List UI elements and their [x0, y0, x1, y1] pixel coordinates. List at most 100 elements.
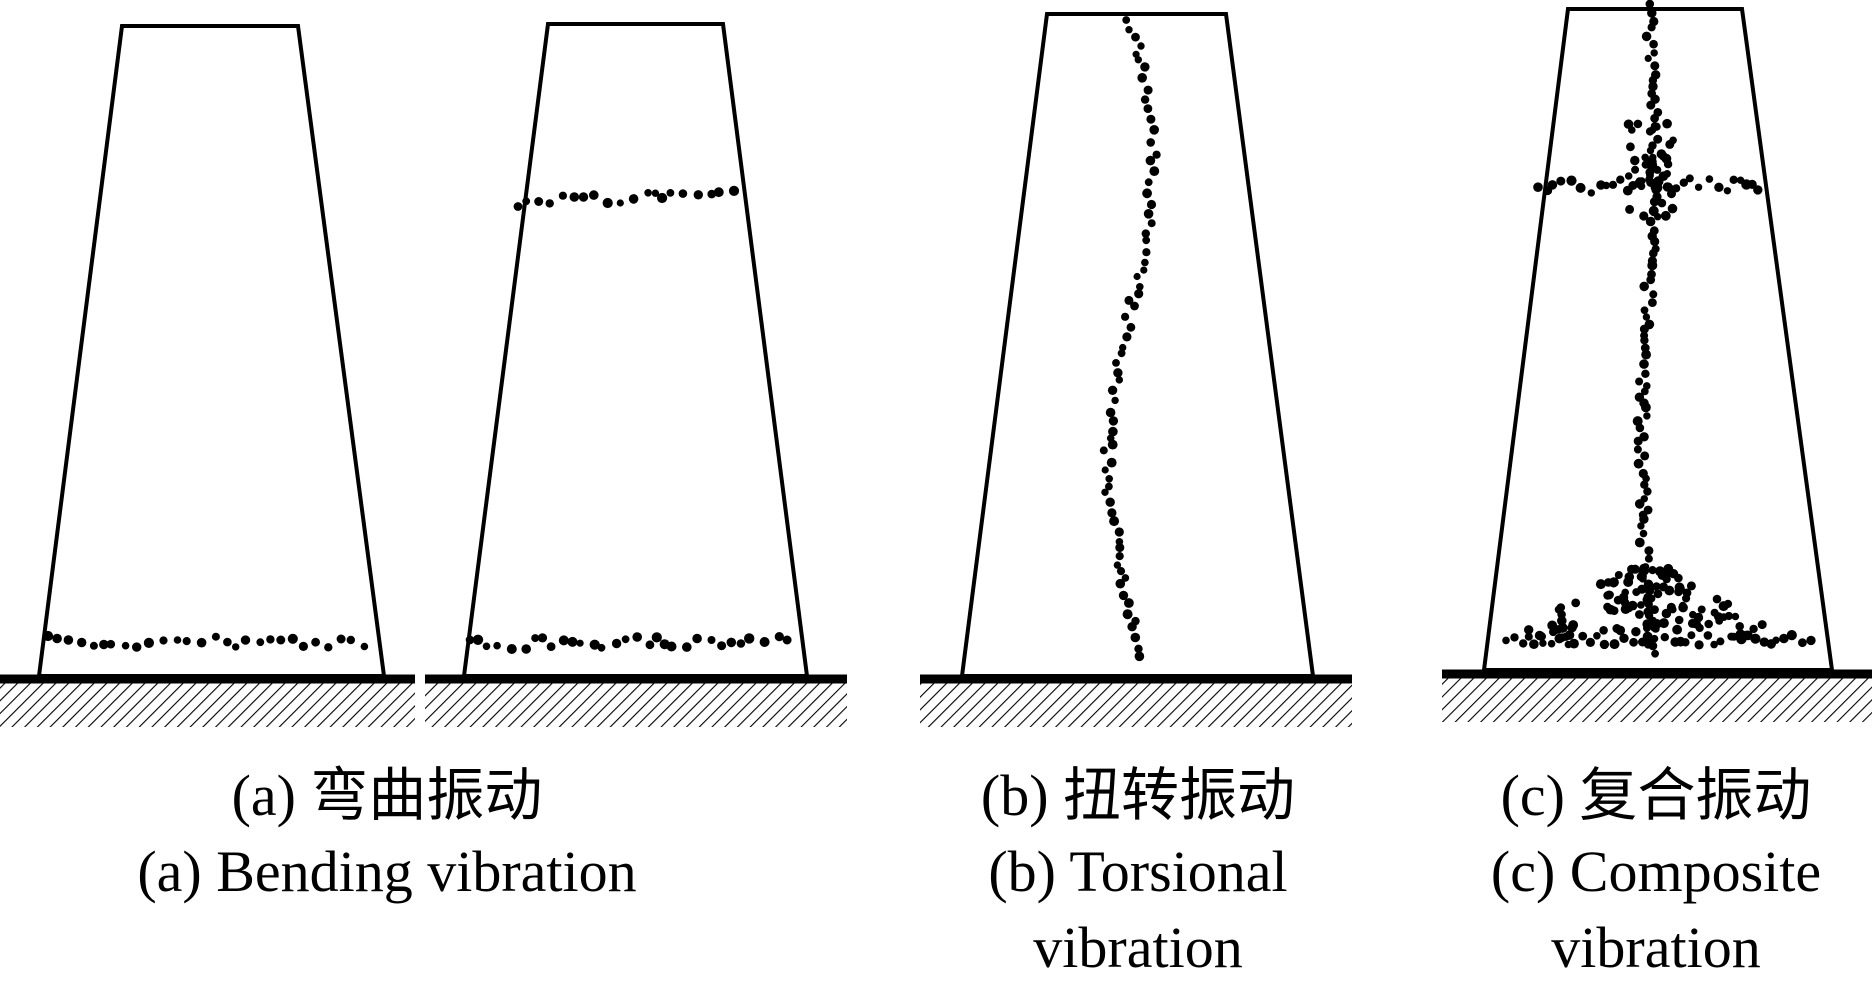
sand-particle: [1749, 624, 1758, 634]
sand-particle: [782, 635, 792, 645]
sand-particle: [1640, 451, 1650, 461]
sand-particle: [1108, 426, 1118, 437]
sand-particle: [1587, 189, 1596, 197]
sand-particle: [1710, 640, 1718, 649]
sand-particle: [1147, 219, 1156, 228]
sand-particle: [1146, 199, 1157, 210]
sand-particle: [1524, 625, 1534, 635]
sand-particle: [311, 637, 320, 647]
sand-particle: [1694, 640, 1704, 650]
sand-particle: [1644, 54, 1652, 63]
sand-particle: [1603, 591, 1612, 600]
sand-particle: [324, 643, 333, 652]
sand-particle: [211, 632, 220, 641]
sand-particle: [1660, 210, 1671, 221]
sand-particle: [1644, 546, 1654, 556]
sand-particle: [1602, 181, 1611, 190]
sand-particle: [240, 635, 251, 645]
sand-particle: [1142, 236, 1151, 245]
sand-particle: [651, 632, 662, 643]
sand-particle: [63, 635, 74, 645]
sand-particle: [52, 633, 62, 644]
sand-particle: [1609, 639, 1620, 650]
sand-particle: [1099, 446, 1108, 455]
sand-particle: [666, 641, 677, 652]
sand-particle: [1674, 615, 1684, 625]
sand-particle: [1599, 626, 1608, 635]
sand-particle: [1657, 570, 1668, 580]
sand-particle: [1643, 639, 1654, 649]
sand-particle: [1650, 61, 1660, 71]
sand-particle: [1663, 563, 1674, 574]
sand-particle: [1642, 594, 1653, 605]
sand-particle: [1686, 581, 1696, 591]
sand-particle: [578, 192, 589, 202]
sand-particle: [1624, 604, 1633, 613]
caption-c: (c) 复合振动 (c) Composite vibration: [1440, 758, 1872, 986]
sand-particle: [537, 633, 548, 643]
sand-particle: [1639, 572, 1647, 580]
sand-particle: [1143, 85, 1153, 95]
sand-particle: [1112, 359, 1120, 367]
sand-particle: [693, 190, 703, 200]
sand-particle: [132, 642, 142, 652]
sand-particle: [1557, 616, 1567, 626]
sand-particle: [1639, 529, 1648, 538]
sand-particle: [546, 642, 556, 651]
sand-particle: [223, 637, 232, 647]
sand-particle: [736, 639, 746, 648]
sand-particle: [558, 635, 569, 646]
sand-particle: [1723, 599, 1733, 609]
sand-particle: [1634, 499, 1645, 509]
sand-particle: [1624, 119, 1634, 129]
sand-particle: [89, 641, 98, 650]
sand-particle: [576, 639, 584, 647]
sand-particle: [1646, 100, 1656, 110]
sand-particle: [1779, 633, 1789, 644]
sand-particle: [1667, 189, 1676, 199]
sand-particle: [1519, 639, 1528, 648]
sand-particle: [196, 637, 207, 648]
sand-particle: [1646, 156, 1657, 167]
sand-particle: [1632, 416, 1643, 427]
sand-particle: [1136, 283, 1144, 291]
caption-en: (a) Bending vibration: [137, 839, 637, 904]
plate-outline: [461, 22, 810, 678]
sand-particle: [1635, 377, 1644, 386]
sand-particle: [1651, 649, 1659, 658]
sand-particle: [1637, 601, 1645, 609]
nodal-line-particles: [1502, 0, 1816, 658]
sand-particle: [616, 199, 624, 207]
sand-particle: [713, 187, 724, 198]
sand-particle: [1694, 183, 1703, 191]
sand-particle: [1152, 150, 1161, 159]
sand-particle: [1647, 260, 1658, 271]
sand-particle: [99, 639, 109, 650]
sand-particle: [1126, 322, 1136, 332]
sand-particle: [1595, 579, 1606, 590]
caption-a: (a) 弯曲振动 (a) Bending vibration: [92, 758, 682, 910]
sand-particle: [1625, 204, 1635, 214]
sand-particle: [1642, 313, 1651, 321]
sand-particle: [1122, 609, 1133, 620]
sand-particle: [1731, 612, 1740, 621]
sand-particle: [1639, 563, 1648, 573]
sand-particle: [1109, 516, 1120, 527]
sand-particle: [1635, 177, 1644, 186]
sand-particle: [1635, 610, 1644, 619]
caption-cn: (c) 复合振动: [1500, 763, 1812, 828]
plate-outline: [959, 12, 1316, 678]
sand-particle: [1714, 182, 1724, 192]
sand-particle: [1510, 633, 1519, 642]
sand-particle: [1753, 185, 1763, 195]
sand-particle: [1703, 631, 1713, 640]
sand-particle: [1649, 197, 1660, 207]
sand-particle: [1652, 582, 1661, 591]
sand-particle: [1137, 42, 1145, 50]
sand-particle: [1107, 439, 1118, 450]
sand-particle: [121, 641, 130, 650]
sand-particle: [1650, 634, 1659, 643]
sand-particle: [1557, 633, 1567, 642]
sand-particle: [682, 642, 692, 652]
sand-particle: [465, 635, 475, 645]
